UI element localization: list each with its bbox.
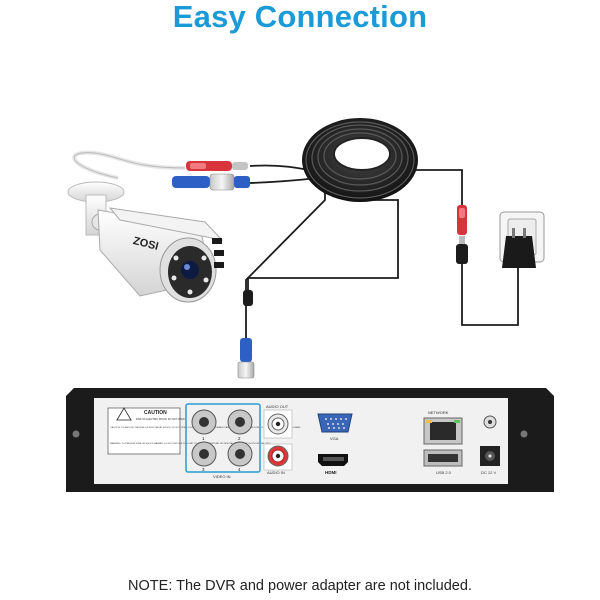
- camera-video-connector: [172, 173, 250, 191]
- hdmi-label: HDMI: [325, 470, 337, 475]
- power-lead-connector: [456, 205, 468, 264]
- dc-label: DC 12 V: [481, 470, 496, 475]
- audio-out-label: AUDIO OUT: [266, 404, 289, 409]
- audio-ports: AUDIO OUT AUDIO IN: [263, 404, 293, 475]
- video-number-3: 3: [202, 467, 205, 472]
- page-title: Easy Connection: [172, 0, 428, 34]
- video-number-4: 4: [238, 467, 241, 472]
- network-label: NETWORK: [428, 410, 449, 415]
- caution-sub: RISK OF ELECTRIC SHOCK DO NOT OPEN: [136, 418, 185, 421]
- network-port: NETWORK: [423, 410, 463, 445]
- usb-label: USB 2.0: [436, 470, 452, 475]
- camera-pigtail-cable: [72, 150, 186, 180]
- dvr-bnc-plug: [237, 338, 255, 379]
- cable-coil: [302, 118, 418, 202]
- power-adapter: [502, 228, 536, 268]
- warning-text: WARNING: TO PREVENT FIRE OR SHOCK HAZARD…: [110, 442, 271, 445]
- bnc-port-2: [227, 409, 253, 435]
- caution-heading: CAUTION: [144, 410, 167, 416]
- video-number-2: 2: [238, 436, 241, 441]
- usb-port: USB 2.0: [423, 449, 463, 475]
- dc-power-port: DC 12 V: [480, 415, 500, 475]
- bnc-port-3: [191, 441, 217, 467]
- vga-port: VGA: [317, 413, 353, 441]
- video-number-1: 1: [202, 436, 205, 441]
- bullet-camera: ZOSI: [67, 181, 224, 303]
- camera-power-connector: [186, 161, 248, 171]
- hdmi-port: HDMI: [318, 454, 348, 475]
- bnc-port-1: [191, 409, 217, 435]
- video-in-panel: 1 2 3 4 VIDEO IN: [185, 403, 261, 479]
- disclaimer-note: NOTE: The DVR and power adapter are not …: [128, 578, 472, 594]
- dvr-power-plug: [243, 290, 253, 306]
- dvr-recorder: CAUTION RISK OF ELECTRIC SHOCK DO NOT OP…: [66, 388, 554, 492]
- bnc-port-4: [227, 441, 253, 467]
- video-in-label: VIDEO IN: [213, 474, 231, 479]
- audio-in-label: AUDIO IN: [267, 470, 285, 475]
- cable-runs: [245, 164, 519, 338]
- vga-label: VGA: [330, 436, 339, 441]
